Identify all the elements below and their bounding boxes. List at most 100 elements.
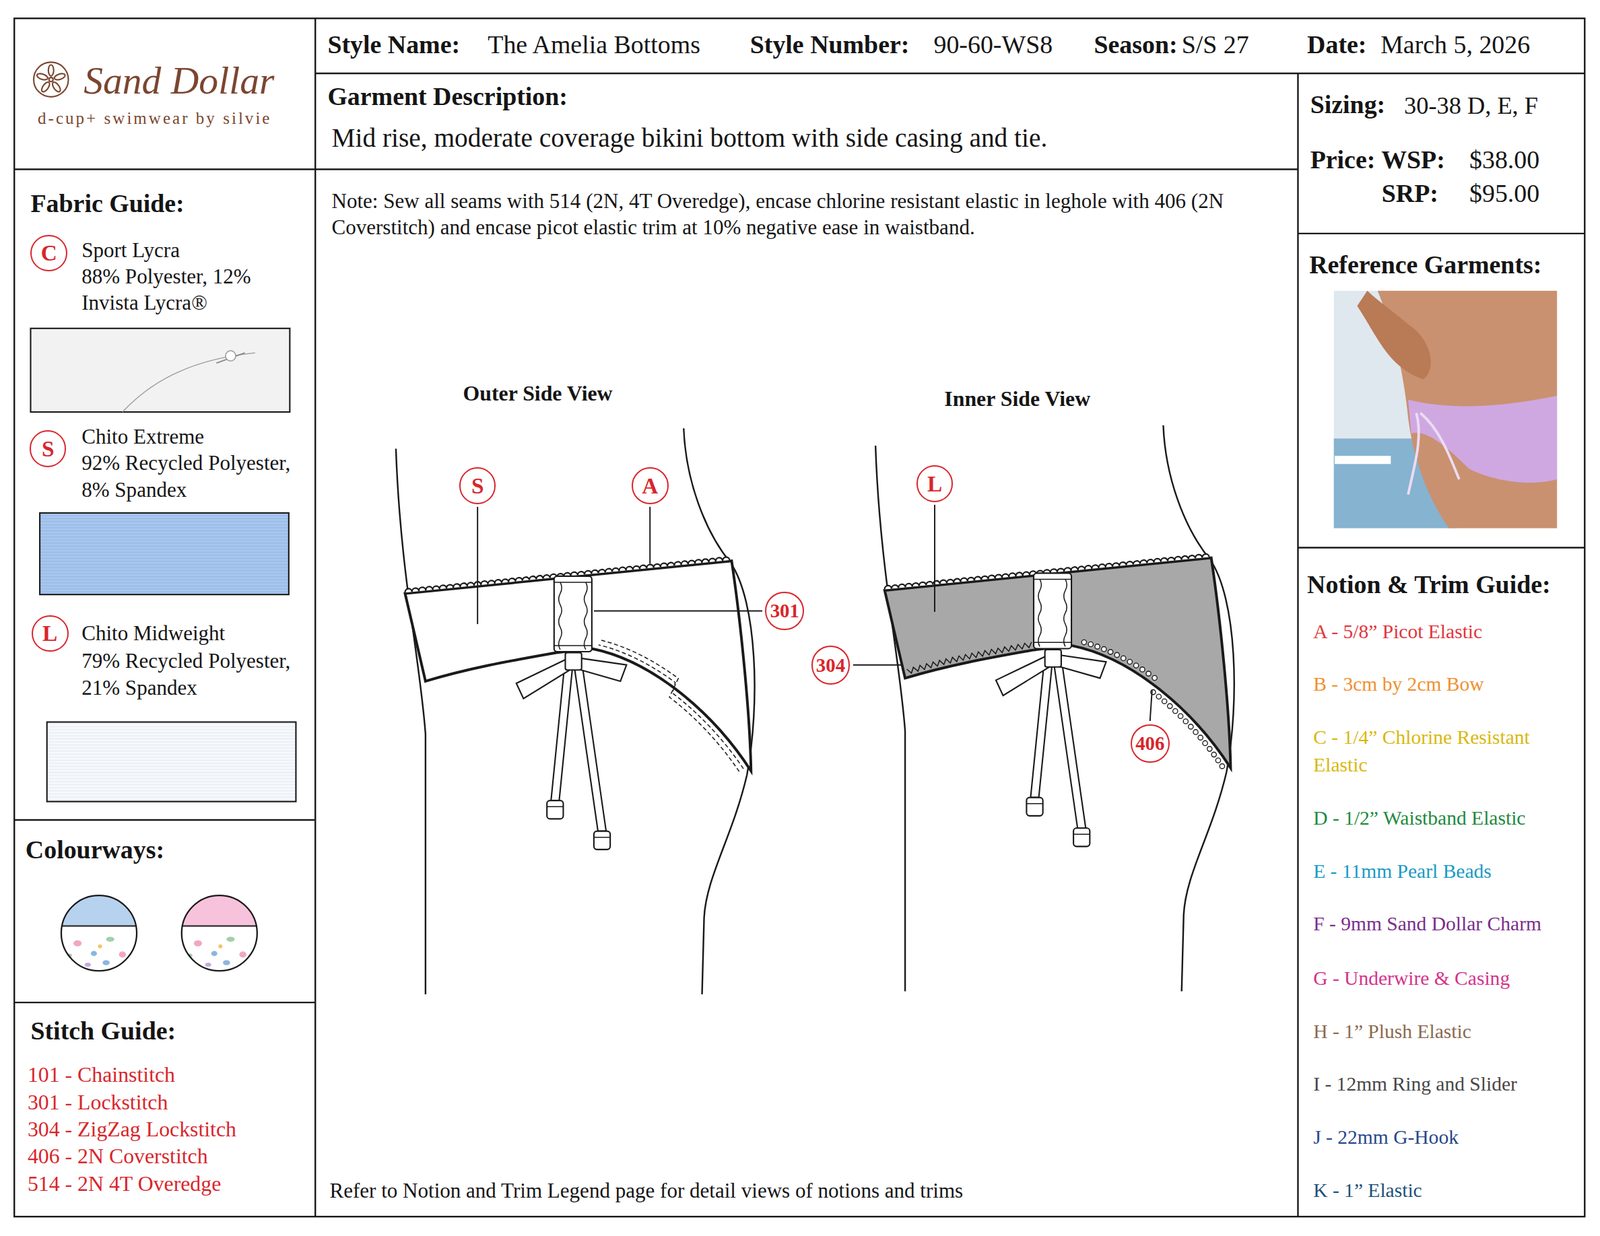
coverstitch-loop: [1197, 735, 1203, 741]
callout-text: 304: [816, 655, 846, 676]
trim-entry: J - 22mm G-Hook: [1313, 1123, 1581, 1152]
reference-box: Reference Garments:: [1297, 233, 1585, 549]
stitch-entry: 514 - 2N 4T Overedge: [27, 1171, 221, 1198]
field-label: Style Number:: [750, 28, 910, 61]
sizing-box: Sizing:30-38 D, E, FPrice: WSP:$38.00SRP…: [1297, 73, 1585, 234]
section-heading: Notion & Trim Guide:: [1307, 569, 1551, 601]
leader-line: [477, 505, 1153, 722]
zigzag-stitch: [906, 642, 1031, 674]
description-box: Garment Description: Mid rise, moderate c…: [315, 73, 1298, 170]
garment-outer-view: [395, 428, 755, 995]
field-value: March 5, 2026: [1380, 28, 1530, 61]
callout-text: 406: [1135, 734, 1165, 754]
callout-text: A: [641, 474, 658, 497]
note-text: Note: Sew all seams with 514 (2N, 4T Ove…: [331, 187, 1286, 242]
coverstitch-loop: [1211, 752, 1217, 757]
stitch-guide-box: Stitch Guide: 101 - Chainstitch301 - Lock…: [14, 1003, 316, 1218]
trim-entry: A - 5/8” Picot Elastic: [1313, 618, 1581, 646]
coverstitch-loop: [1114, 652, 1120, 658]
trim-entry: F - 9mm Sand Dollar Charm: [1313, 910, 1581, 939]
stitch-entry: 101 - Chainstitch: [27, 1061, 176, 1089]
coverstitch-loop: [1161, 698, 1167, 704]
coverstitch-loop: [1215, 758, 1221, 763]
fabric-content: 79% Recycled Polyester, 21% Spandex: [81, 647, 312, 702]
stitch-entry: 304 - ZigZag Lockstitch: [27, 1116, 237, 1144]
field-label: Season:: [1093, 28, 1178, 61]
coverstitch-loop: [1081, 639, 1087, 645]
trim-entry: E - 11mm Pearl Beads: [1313, 857, 1581, 886]
callout-text: L: [927, 472, 943, 495]
field-value: 90-60-WS8: [933, 28, 1053, 61]
section-heading: Reference Garments:: [1309, 249, 1542, 281]
garment-inner-view: [875, 425, 1235, 992]
view-title: Outer Side View: [415, 380, 661, 408]
coverstitch-loop: [1146, 671, 1151, 677]
coverstitch-loop: [1140, 667, 1145, 673]
coverstitch-loop: [1173, 709, 1178, 714]
colourway-swatch: [181, 895, 258, 972]
description-text: Mid rise, moderate coverage bikini botto…: [331, 121, 1286, 155]
field-value: 30-38 D, E, F: [1404, 90, 1539, 122]
fabric-swatch: [47, 722, 297, 803]
fabric-callout: C: [30, 235, 68, 273]
section-heading: Colourways:: [25, 834, 165, 866]
fabric-guide-box: Fabric Guide: Sport Lycra88% Polyester, 1…: [14, 169, 316, 821]
field-value: $95.00: [1469, 177, 1540, 210]
coverstitch-line: [600, 640, 740, 773]
fabric-name: Sport Lycra: [81, 237, 312, 264]
logo-box: Sand Dollard-cup+ swimwear by silvie: [14, 18, 316, 170]
callout-text: C: [41, 241, 58, 264]
fabric-name: Chito Midweight: [81, 620, 312, 647]
callout-number: A: [631, 467, 669, 505]
page-frame: [14, 18, 1585, 1217]
sand-dollar-icon: [33, 61, 69, 97]
trim-entry: D - 1/2” Waistband Elastic: [1313, 804, 1581, 833]
callout-text: S: [471, 474, 485, 497]
stitch-entry: 301 - Lockstitch: [27, 1089, 169, 1117]
coverstitch-loop: [1202, 740, 1208, 746]
coverstitch-loop: [1156, 694, 1161, 699]
coverstitch-loop: [1183, 719, 1188, 724]
view-title: Inner Side View: [894, 385, 1141, 413]
field-value: $38.00: [1469, 144, 1540, 176]
coverstitch-loop: [1094, 644, 1100, 650]
section-heading: Stitch Guide:: [30, 1015, 176, 1048]
trim-entry: I - 12mm Ring and Slider: [1313, 1070, 1581, 1099]
trim-entry: K - 1” Elastic: [1313, 1177, 1581, 1205]
field-label: Sizing:: [1310, 88, 1386, 121]
callout-number: 406: [1130, 724, 1170, 764]
colourways-box: Colourways:: [14, 820, 316, 1003]
callout-number: L: [916, 465, 954, 503]
trim-guide-box: Notion & Trim Guide: A - 5/8” Picot Elast…: [1297, 548, 1585, 1218]
colourway-swatch: [61, 895, 137, 972]
coverstitch-loop: [1193, 729, 1198, 735]
table-grid: [14, 18, 1585, 1217]
fabric-content: 88% Polyester, 12% Invista Lycra®: [81, 263, 312, 317]
fabric-callout: S: [29, 430, 67, 468]
trim-entry: B - 3cm by 2cm Bow: [1313, 670, 1581, 699]
coverstitch-loop: [1167, 703, 1173, 709]
coverstitch-loop: [1207, 746, 1213, 752]
coverstitch-loop: [1107, 649, 1113, 655]
callout-number: 304: [811, 645, 851, 685]
field-label: Price: WSP:: [1310, 144, 1446, 176]
field-label: Date:: [1307, 28, 1367, 61]
callout-text: 301: [770, 601, 800, 621]
field-value: The Amelia Bottoms: [487, 28, 701, 61]
callout-text: L: [42, 622, 58, 645]
callout-number: 301: [764, 591, 805, 631]
coverstitch-loop: [1152, 675, 1157, 681]
field-value: S/S 27: [1181, 28, 1250, 61]
fabric-swatch: [30, 328, 290, 413]
fabric-content: 92% Recycled Polyester, 8% Spandex: [81, 449, 312, 504]
trim-entry: G - Underwire & Casing: [1313, 964, 1581, 993]
trim-entry: H - 1” Plush Elastic: [1313, 1018, 1581, 1046]
coverstitch-loop: [1101, 647, 1107, 652]
fabric-callout: L: [31, 615, 69, 653]
brand-tagline: d-cup+ swimwear by silvie: [37, 107, 272, 129]
coverstitch-loop: [1088, 641, 1093, 647]
section-heading: Fabric Guide:: [30, 187, 184, 220]
section-heading: Garment Description:: [327, 80, 568, 113]
coverstitch-loop: [1219, 763, 1225, 769]
